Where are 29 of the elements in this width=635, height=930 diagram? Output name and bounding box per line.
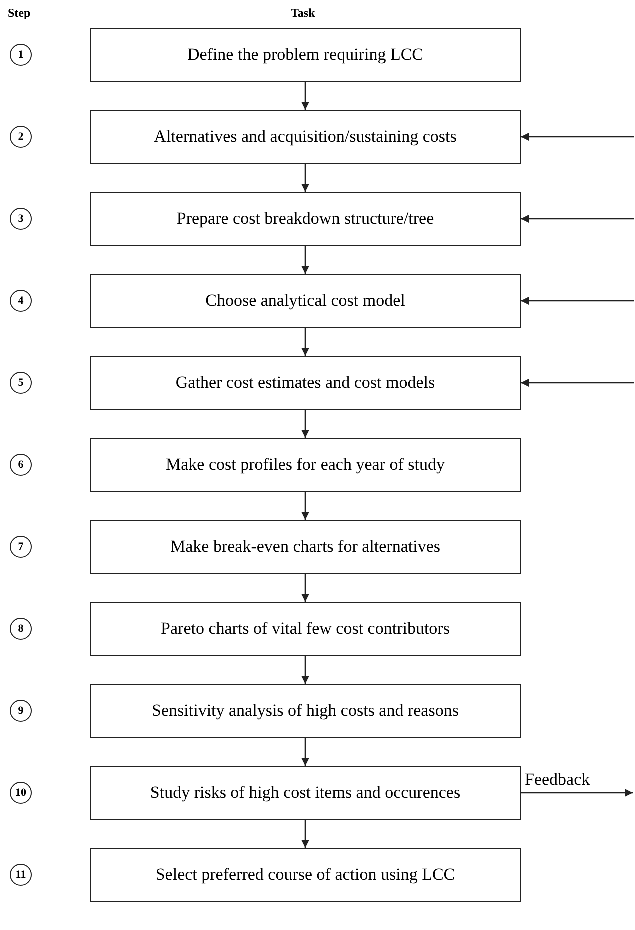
process-box: Study risks of high cost items and occurences — [90, 766, 521, 820]
column-header: Step — [8, 5, 31, 22]
process-box: Choose analytical cost model — [90, 274, 521, 328]
arrow — [302, 492, 310, 520]
arrow — [302, 738, 310, 766]
edge-label: Feedback — [525, 771, 590, 788]
arrow — [521, 379, 634, 387]
arrow — [302, 574, 310, 602]
arrow — [521, 297, 634, 305]
column-header: Task — [291, 5, 316, 22]
process-box: Sensitivity analysis of high costs and reasons — [90, 684, 521, 738]
process-box: Make break-even charts for alternatives — [90, 520, 521, 574]
arrow — [521, 133, 634, 141]
arrow — [302, 328, 310, 356]
arrow — [521, 789, 633, 797]
arrow — [302, 82, 310, 110]
arrow — [302, 164, 310, 192]
arrow — [302, 820, 310, 848]
process-box: Prepare cost breakdown structure/tree — [90, 192, 521, 246]
process-box: Pareto charts of vital few cost contributors — [90, 602, 521, 656]
arrow — [302, 246, 310, 274]
process-box: Define the problem requiring LCC — [90, 28, 521, 82]
process-box: Select preferred course of action using LCC — [90, 848, 521, 902]
process-box: Alternatives and acquisition/sustaining costs — [90, 110, 521, 164]
arrow — [302, 410, 310, 438]
process-box: Make cost profiles for each year of study — [90, 438, 521, 492]
process-box: Gather cost estimates and cost models — [90, 356, 521, 410]
arrow — [521, 215, 634, 223]
arrow — [302, 656, 310, 684]
